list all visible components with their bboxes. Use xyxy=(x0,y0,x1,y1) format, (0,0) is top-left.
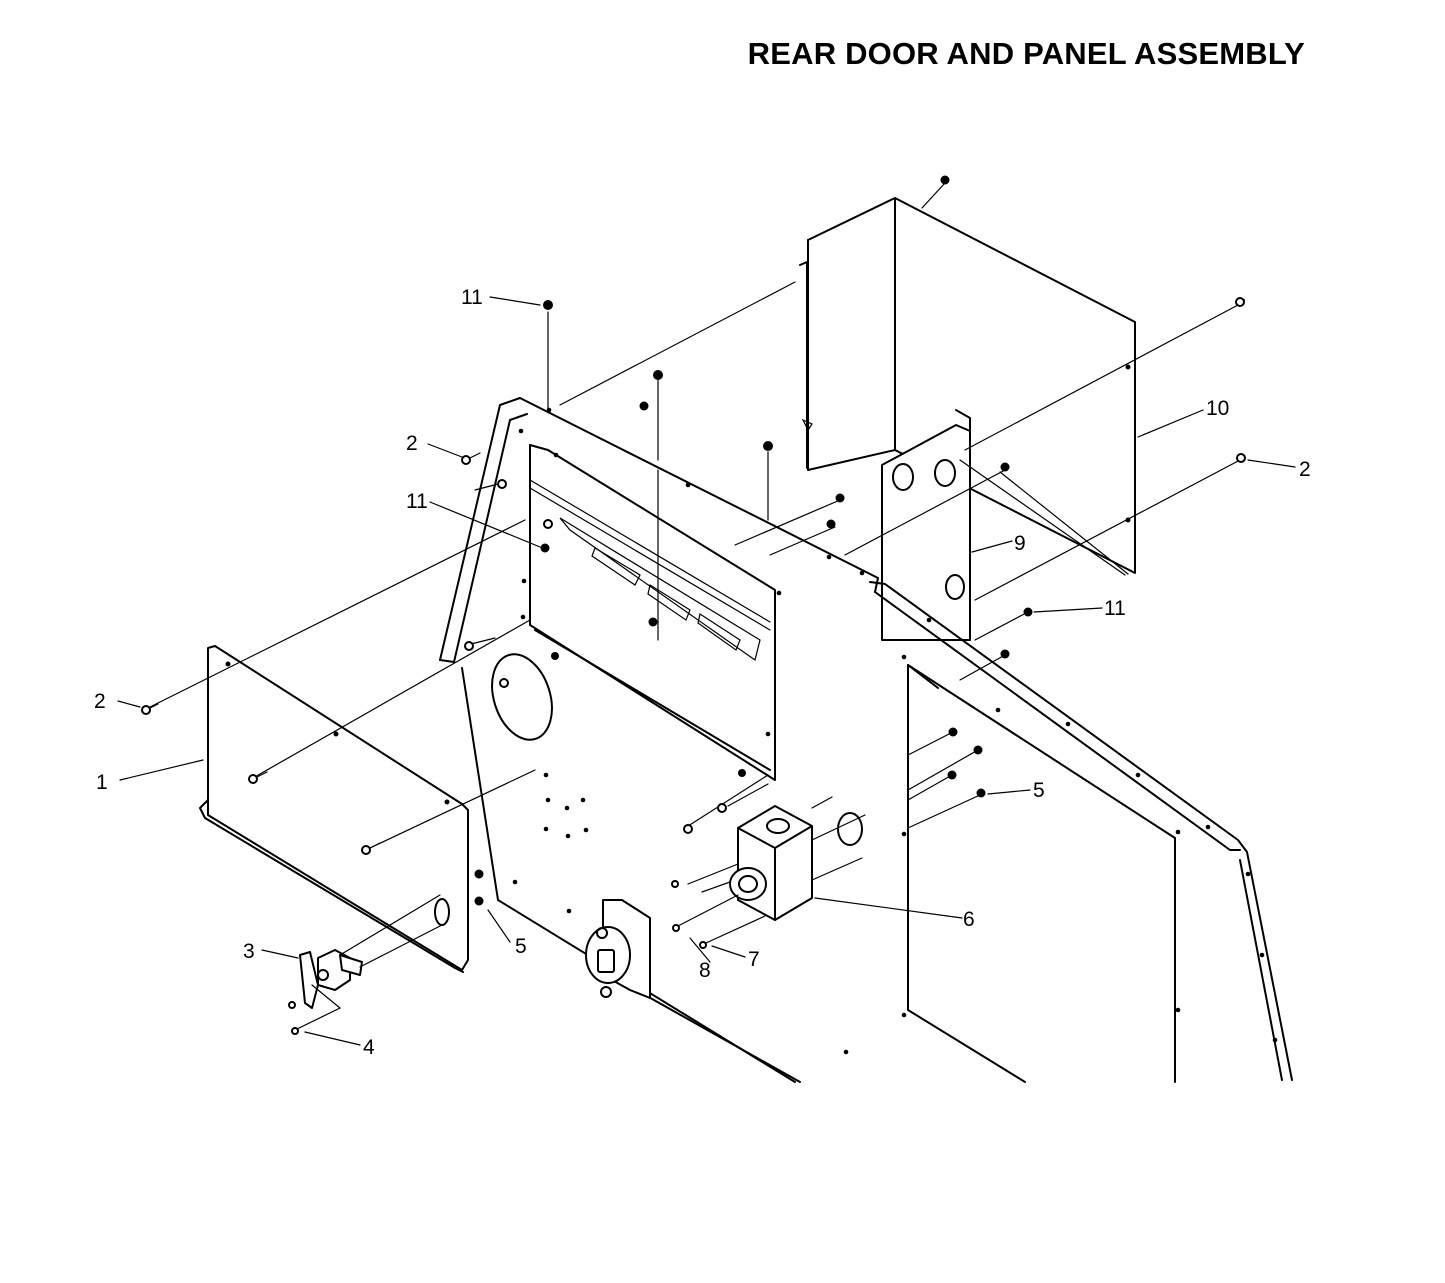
callout-11-middle: 11 xyxy=(406,490,428,513)
nut xyxy=(653,370,663,380)
nut xyxy=(948,727,958,737)
nut xyxy=(474,869,484,879)
callout-6: 6 xyxy=(963,908,975,931)
screw xyxy=(1235,297,1245,307)
screw xyxy=(1236,453,1246,463)
nut xyxy=(835,493,845,503)
callout-9: 9 xyxy=(1014,532,1026,555)
nut xyxy=(976,788,986,798)
nut xyxy=(973,745,983,755)
diagram-title: REAR DOOR AND PANEL ASSEMBLY xyxy=(747,36,1305,71)
callout-11-top: 11 xyxy=(461,286,483,309)
callouts: 1 2 2 2 3 4 5 5 6 7 8 9 10 11 11 11 xyxy=(94,286,1311,1059)
callout-2-right: 2 xyxy=(1299,458,1311,481)
callout-2-left: 2 xyxy=(94,690,106,713)
fasteners xyxy=(141,175,1246,1035)
callout-11-right: 11 xyxy=(1104,597,1126,620)
round-cover-plate xyxy=(837,812,863,846)
screw xyxy=(248,771,268,784)
callout-5-lower: 5 xyxy=(515,935,527,958)
callout-5-right: 5 xyxy=(1033,779,1045,802)
screw xyxy=(671,880,679,888)
screw xyxy=(499,678,509,688)
screw xyxy=(464,641,474,651)
screw xyxy=(699,941,707,949)
nut xyxy=(639,401,649,411)
nut xyxy=(474,896,484,906)
outlet-with-cover xyxy=(585,899,651,999)
screw xyxy=(291,1027,299,1035)
nut xyxy=(543,300,553,310)
screw xyxy=(672,924,680,932)
nut xyxy=(940,175,950,185)
rear-cover-part-10 xyxy=(799,197,1136,574)
callout-2-upper: 2 xyxy=(406,432,418,455)
assembly-lines xyxy=(147,182,1241,1031)
screw xyxy=(717,803,727,813)
screw xyxy=(683,824,693,834)
nut xyxy=(1023,607,1033,617)
screw xyxy=(288,1001,296,1009)
nut xyxy=(540,543,550,553)
nut xyxy=(826,519,836,529)
nut xyxy=(551,652,559,660)
screw xyxy=(461,452,481,465)
screw xyxy=(361,842,381,855)
t-handle-latch-part-3 xyxy=(299,949,363,1009)
callout-4: 4 xyxy=(363,1036,375,1059)
leader-lines xyxy=(117,296,1296,1046)
electrical-box-part-6 xyxy=(701,805,813,921)
callout-3: 3 xyxy=(243,940,255,963)
rear-door-part-1 xyxy=(199,645,469,973)
callout-10: 10 xyxy=(1206,397,1229,420)
nut xyxy=(1000,462,1010,472)
nut xyxy=(738,769,746,777)
callout-7: 7 xyxy=(748,948,760,971)
bracket-plate-part-9 xyxy=(881,409,971,641)
screw xyxy=(141,703,159,715)
main-panel-frame xyxy=(439,397,1293,1083)
nut xyxy=(1000,649,1010,659)
callout-1: 1 xyxy=(96,771,108,794)
nut xyxy=(763,441,773,451)
screw xyxy=(497,479,507,489)
nut xyxy=(648,617,658,627)
callout-8: 8 xyxy=(699,959,711,982)
screw xyxy=(543,519,553,529)
nut xyxy=(947,770,957,780)
